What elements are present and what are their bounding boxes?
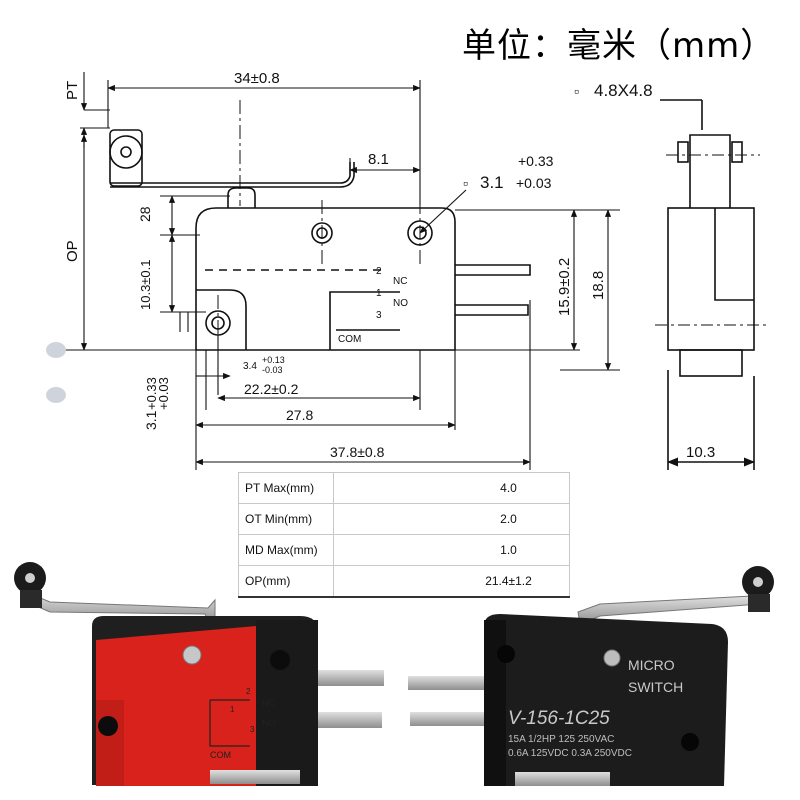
spec-name: MD Max(mm) [238,534,334,566]
label-nc: NC [393,276,407,287]
red-switch-photo: NC NO COM 2 1 3 [14,562,384,786]
dim-left-hole-tol-lower: +0.03 [156,377,171,410]
table-row: MD Max(mm) 1.0 [238,534,570,566]
dim-op: OP [64,240,81,262]
center-lines [217,100,421,350]
dimension-labels: 34±0.8 8.1 +0.33 ▫ 3.1 +0.03 22.2±0.2 27… [234,70,715,461]
spec-value: 21.4±1.2 [333,565,570,598]
dim-right-outer: 18.8 [590,271,607,300]
spec-value: 4.0 [333,472,570,504]
edge-artifact [46,342,66,358]
square-symbol: ▫ [463,175,468,191]
dim-actuator-height: 28 [137,206,153,222]
spec-name: OT Min(mm) [238,503,334,535]
black-brand-line1: MICRO [628,657,675,673]
table-row: OP(mm) 21.4±1.2 [238,565,570,598]
dimension-lines [60,72,620,470]
dim-roller-offset: 8.1 [368,151,389,168]
dim-roller-size: 4.8X4.8 [594,81,653,100]
dim-hole-tol-upper: +0.33 [518,153,554,169]
dim-small-gap-tol-lower: -0.03 [262,365,283,375]
red-label-nc: NC [262,698,275,708]
unit-title: 单位：毫米（mm） [462,26,776,66]
dim-small-gap-main: 3.4 [243,361,257,372]
dim-overall-lever: 34±0.8 [234,70,280,87]
spec-name: OP(mm) [238,565,334,598]
black-rating-line2: 0.6A 125VDC 0.3A 250VDC [508,748,632,759]
red-pin-2: 2 [246,687,251,696]
edge-artifact [46,387,66,403]
table-row: OT Min(mm) 2.0 [238,503,570,535]
label-pin-1: 1 [376,288,382,299]
dim-side-width: 10.3 [686,444,715,461]
black-switch-photo: MICRO SWITCH V-156-1C25 15A 1/2HP 125 25… [408,566,774,786]
table-row: PT Max(mm) 4.0 [238,472,570,504]
dim-pt: PT [64,81,81,100]
dim-left-hole-main: 3.1 [143,410,159,430]
label-pin-2: 2 [376,266,382,277]
switch-front-outline [109,129,531,351]
dim-hole-tol-lower: +0.03 [516,175,552,191]
side-center-lines [655,154,770,326]
dim-small-gap-tol-upper: +0.13 [262,355,285,365]
red-pin-1: 1 [230,705,235,714]
dim-left-hole-tol-upper: +0.33 [144,377,159,410]
label-pin-3: 3 [376,310,382,321]
dim-body-length: 27.8 [286,407,313,423]
spec-name: PT Max(mm) [238,472,334,504]
dim-total-length: 37.8±0.8 [330,444,385,460]
spec-table: PT Max(mm) 4.0 OT Min(mm) 2.0 MD Max(mm)… [238,472,570,598]
red-label-com: COM [210,750,231,760]
dim-hole-spacing: 22.2±0.2 [244,381,299,397]
black-model: V-156-1C25 [508,708,610,729]
square-symbol-roller: ▫ [574,83,579,99]
red-label-no: NO [262,718,276,728]
switch-side-view [660,99,756,470]
spec-value: 1.0 [333,534,570,566]
label-com: COM [338,334,361,345]
dim-hole-main: 3.1 [480,173,504,192]
dim-vertical-mid: 10.3±0.1 [138,259,153,310]
red-pin-3: 3 [250,725,255,734]
black-rating-line1: 15A 1/2HP 125 250VAC [508,734,614,745]
spec-value: 2.0 [333,503,570,535]
dim-right-inner: 15.9±0.2 [556,258,573,316]
label-no: NO [393,298,408,309]
black-brand-line2: SWITCH [628,679,683,695]
